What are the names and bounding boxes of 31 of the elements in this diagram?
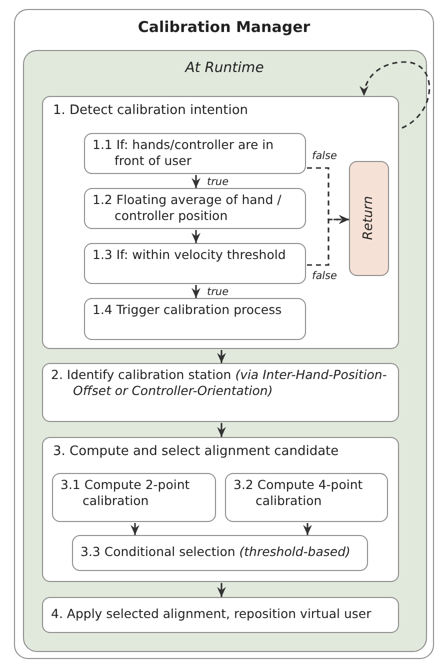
process-box [42,96,399,349]
process-box: 1.3 If: within velocity threshold [84,242,306,284]
process-box: 1.2 Floating average of hand / controller position [84,188,306,228]
arrow [307,215,349,266]
step-title: 3. Compute and select alignment candidate [53,444,339,459]
edge-label: true [207,176,229,188]
arrow [192,285,200,298]
process-box: 3.1 Compute 2-point calibration [52,472,216,522]
process-box: 3.3 Conditional selection (threshold-based) [72,534,368,570]
process-box: 1.1 If: hands/controller are in front of user [84,132,306,174]
arrow [303,523,312,535]
edge-label: false [312,150,337,162]
group-title: At Runtime [184,60,265,76]
loop-arrow [360,61,430,129]
process-box: 1.4 Trigger calibration process [84,298,306,340]
step-title: 1. Detect calibration intention [53,103,248,118]
arrow [217,350,226,363]
arrow [130,523,140,535]
arrow [217,583,226,597]
edge-label: true [207,286,229,298]
process-box: 2. Identify calibration station (via Inter-Hand-Position-Offset or Controller-Orientation) [42,363,399,422]
arrow [217,423,226,437]
group-title: Calibration Manager [136,18,312,36]
process-box: 4. Apply selected alignment, reposition virtual user [42,597,399,633]
process-box [42,437,399,582]
edge-label: false [312,270,337,282]
return-label: Return [361,196,376,240]
process-box: 3.2 Compute 4-point calibration [224,472,388,522]
arrow [192,230,200,243]
arrow [192,175,200,188]
return-box [348,160,388,276]
